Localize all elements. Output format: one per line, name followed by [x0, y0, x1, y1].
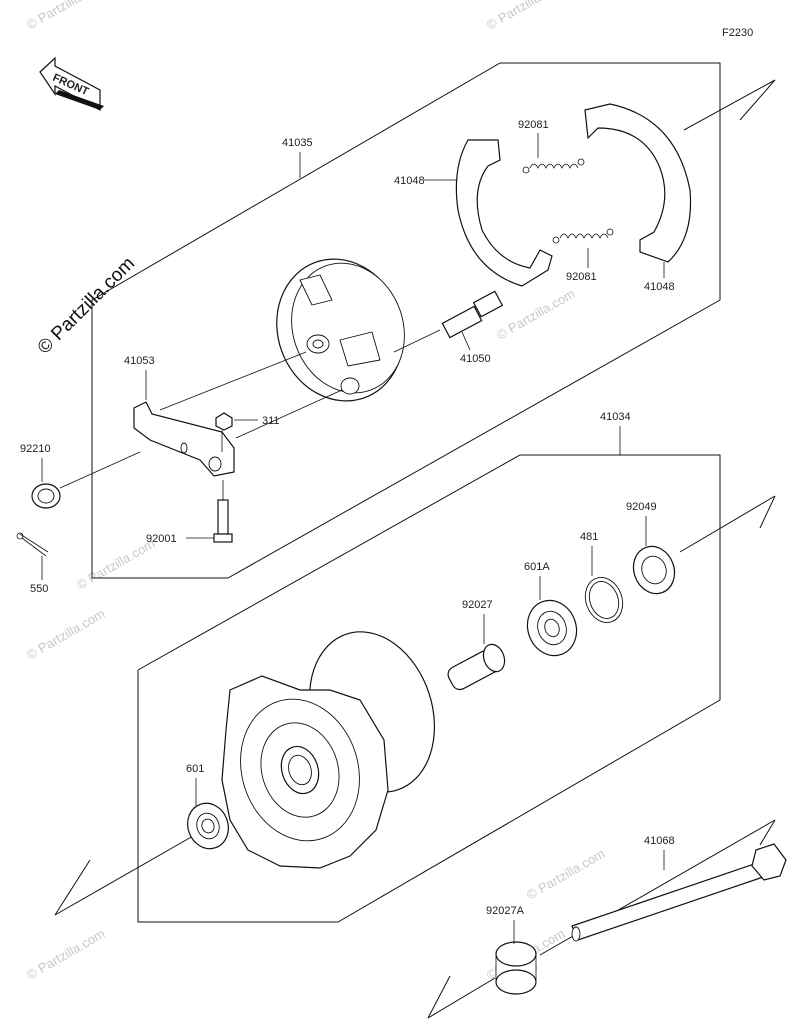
axis-line: [54, 831, 201, 916]
bearing-601A: [526, 599, 578, 657]
watermark: © Partzilla.com: [24, 926, 107, 983]
label-92049: 92049: [626, 501, 657, 513]
label-41053: 41053: [124, 355, 155, 367]
label-41050: 41050: [460, 353, 491, 365]
label-41048-left: 41048: [394, 175, 425, 187]
collar-92027: [447, 643, 506, 691]
nut-311: [215, 412, 233, 452]
label-41068: 41068: [644, 835, 675, 847]
circlip-481: [584, 577, 624, 623]
front-arrow-icon: FRONT: [39, 56, 104, 111]
part-labels: 41035 92081 41048 92081 41048 41050 4105…: [20, 119, 675, 944]
figure-code: F2230: [722, 27, 753, 39]
spring-lower-92081: [552, 228, 614, 244]
camshaft-41050: [393, 290, 504, 353]
watermark: © Partzilla.com: [524, 846, 607, 903]
label-550: 550: [30, 583, 48, 595]
brake-shoe-left-41048: [455, 139, 553, 287]
nut-92210: [31, 451, 141, 509]
group-outline-41035: [91, 62, 721, 579]
axis-arrow: [759, 819, 776, 846]
watermark: © Partzilla.com: [494, 286, 577, 343]
watermark: © Partzilla.com: [74, 536, 157, 593]
brake-shoe-right-41048: [584, 103, 692, 263]
cotter-pin-550: [16, 532, 49, 557]
collar-92027A: [495, 941, 537, 995]
label-92081-lower: 92081: [566, 271, 597, 283]
label-92081-upper: 92081: [518, 119, 549, 131]
watermark: © Partzilla.com: [24, 0, 107, 33]
wheel-hub-41034: [221, 631, 436, 869]
axis-arrow: [759, 495, 776, 529]
axis-line: [679, 495, 776, 553]
brake-panel-group: [16, 62, 776, 579]
label-41048-right: 41048: [644, 281, 675, 293]
axis-arrow: [54, 859, 91, 916]
watermark: © Partzilla.com: [24, 606, 107, 663]
label-41034: 41034: [600, 411, 631, 423]
watermark-main: © Partzilla.com: [34, 253, 139, 358]
spring-upper-92081: [522, 158, 585, 174]
axis-arrow: [427, 975, 451, 1019]
axle-41068: [571, 843, 787, 942]
group-outline-41034: [137, 454, 721, 923]
label-41035: 41035: [282, 137, 313, 149]
axis-arrow: [739, 79, 776, 121]
label-92027A: 92027A: [486, 905, 525, 917]
label-311: 311: [262, 415, 280, 427]
axis-line: [427, 977, 496, 1019]
label-601: 601: [186, 763, 204, 775]
label-92001: 92001: [146, 533, 177, 545]
seal-92049: [632, 545, 676, 595]
brake-lever-41053: [133, 401, 235, 477]
bearing-601: [187, 802, 229, 850]
label-601A: 601A: [524, 561, 550, 573]
brake-panel-41035: [276, 258, 405, 402]
axis-line: [683, 79, 776, 131]
bolt-92001: [213, 480, 233, 543]
label-92027: 92027: [462, 599, 493, 611]
watermark: © Partzilla.com: [484, 0, 567, 33]
label-481: 481: [580, 531, 598, 543]
label-92210: 92210: [20, 443, 51, 455]
hub-group: [54, 454, 787, 1019]
